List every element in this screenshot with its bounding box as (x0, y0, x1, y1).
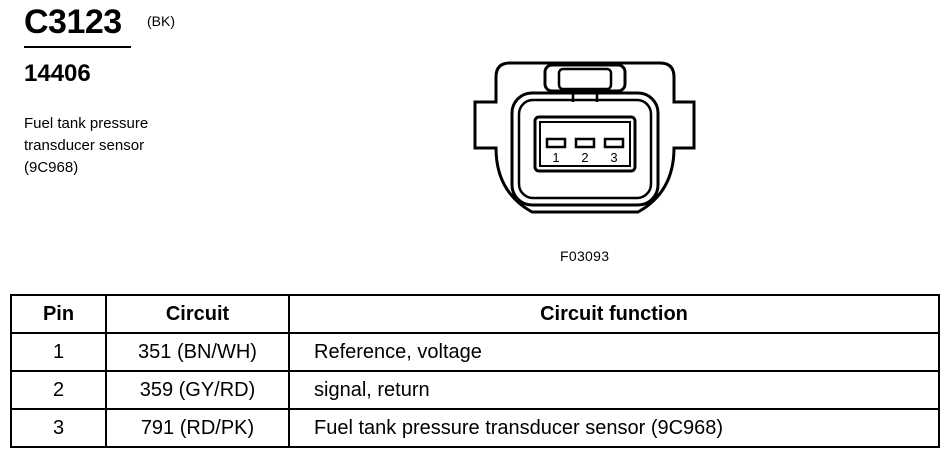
pin-terminal-1 (545, 137, 567, 149)
pin-label-3: 3 (610, 150, 617, 165)
locking-tab (543, 63, 627, 93)
description-line: (9C968) (24, 159, 79, 176)
circuit-cell: 359 (GY/RD) (105, 370, 290, 410)
function-cell: Fuel tank pressure transducer sensor (9C… (288, 408, 940, 448)
pin-cell: 2 (10, 370, 107, 410)
pin-terminal-2 (574, 137, 596, 149)
connector-outer-shell (473, 61, 696, 214)
connector-face-diagram: 1 2 3 (473, 61, 696, 214)
description-line: Fuel tank pressure (24, 115, 149, 132)
pin-terminal-3 (603, 137, 625, 149)
pin-circuit-table: Pin Circuit Circuit function 1 351 (BN/W… (10, 294, 940, 448)
table-row: 2 359 (GY/RD) signal, return (10, 370, 940, 410)
column-header-pin: Pin (10, 294, 107, 334)
table-header-row: Pin Circuit Circuit function (10, 294, 940, 334)
pin-cell: 1 (10, 332, 107, 372)
component-description: Fuel tank pressure transducer sensor (9C… (24, 113, 148, 179)
pin-cavity-housing (533, 115, 637, 173)
column-header-circuit: Circuit (105, 294, 290, 334)
title-underline (24, 46, 131, 48)
connector-color: (BK) (147, 13, 175, 29)
connector-body-inner (517, 98, 653, 200)
description-line: transducer sensor (24, 137, 145, 154)
part-number: 14406 (24, 60, 91, 87)
locking-tab-inner (557, 67, 613, 91)
table-row: 3 791 (RD/PK) Fuel tank pressure transdu… (10, 408, 940, 448)
pin-cavity-housing-inner (539, 121, 631, 167)
pin-cell: 3 (10, 408, 107, 448)
figure-code: F03093 (560, 248, 610, 264)
function-cell: signal, return (288, 370, 940, 410)
function-cell: Reference, voltage (288, 332, 940, 372)
column-header-function: Circuit function (288, 294, 940, 334)
pin-label-1: 1 (552, 150, 559, 165)
table-row: 1 351 (BN/WH) Reference, voltage (10, 332, 940, 372)
pin-label-2: 2 (581, 150, 588, 165)
connector-body (510, 91, 660, 207)
circuit-cell: 351 (BN/WH) (105, 332, 290, 372)
connector-id: C3123 (24, 3, 122, 41)
circuit-cell: 791 (RD/PK) (105, 408, 290, 448)
